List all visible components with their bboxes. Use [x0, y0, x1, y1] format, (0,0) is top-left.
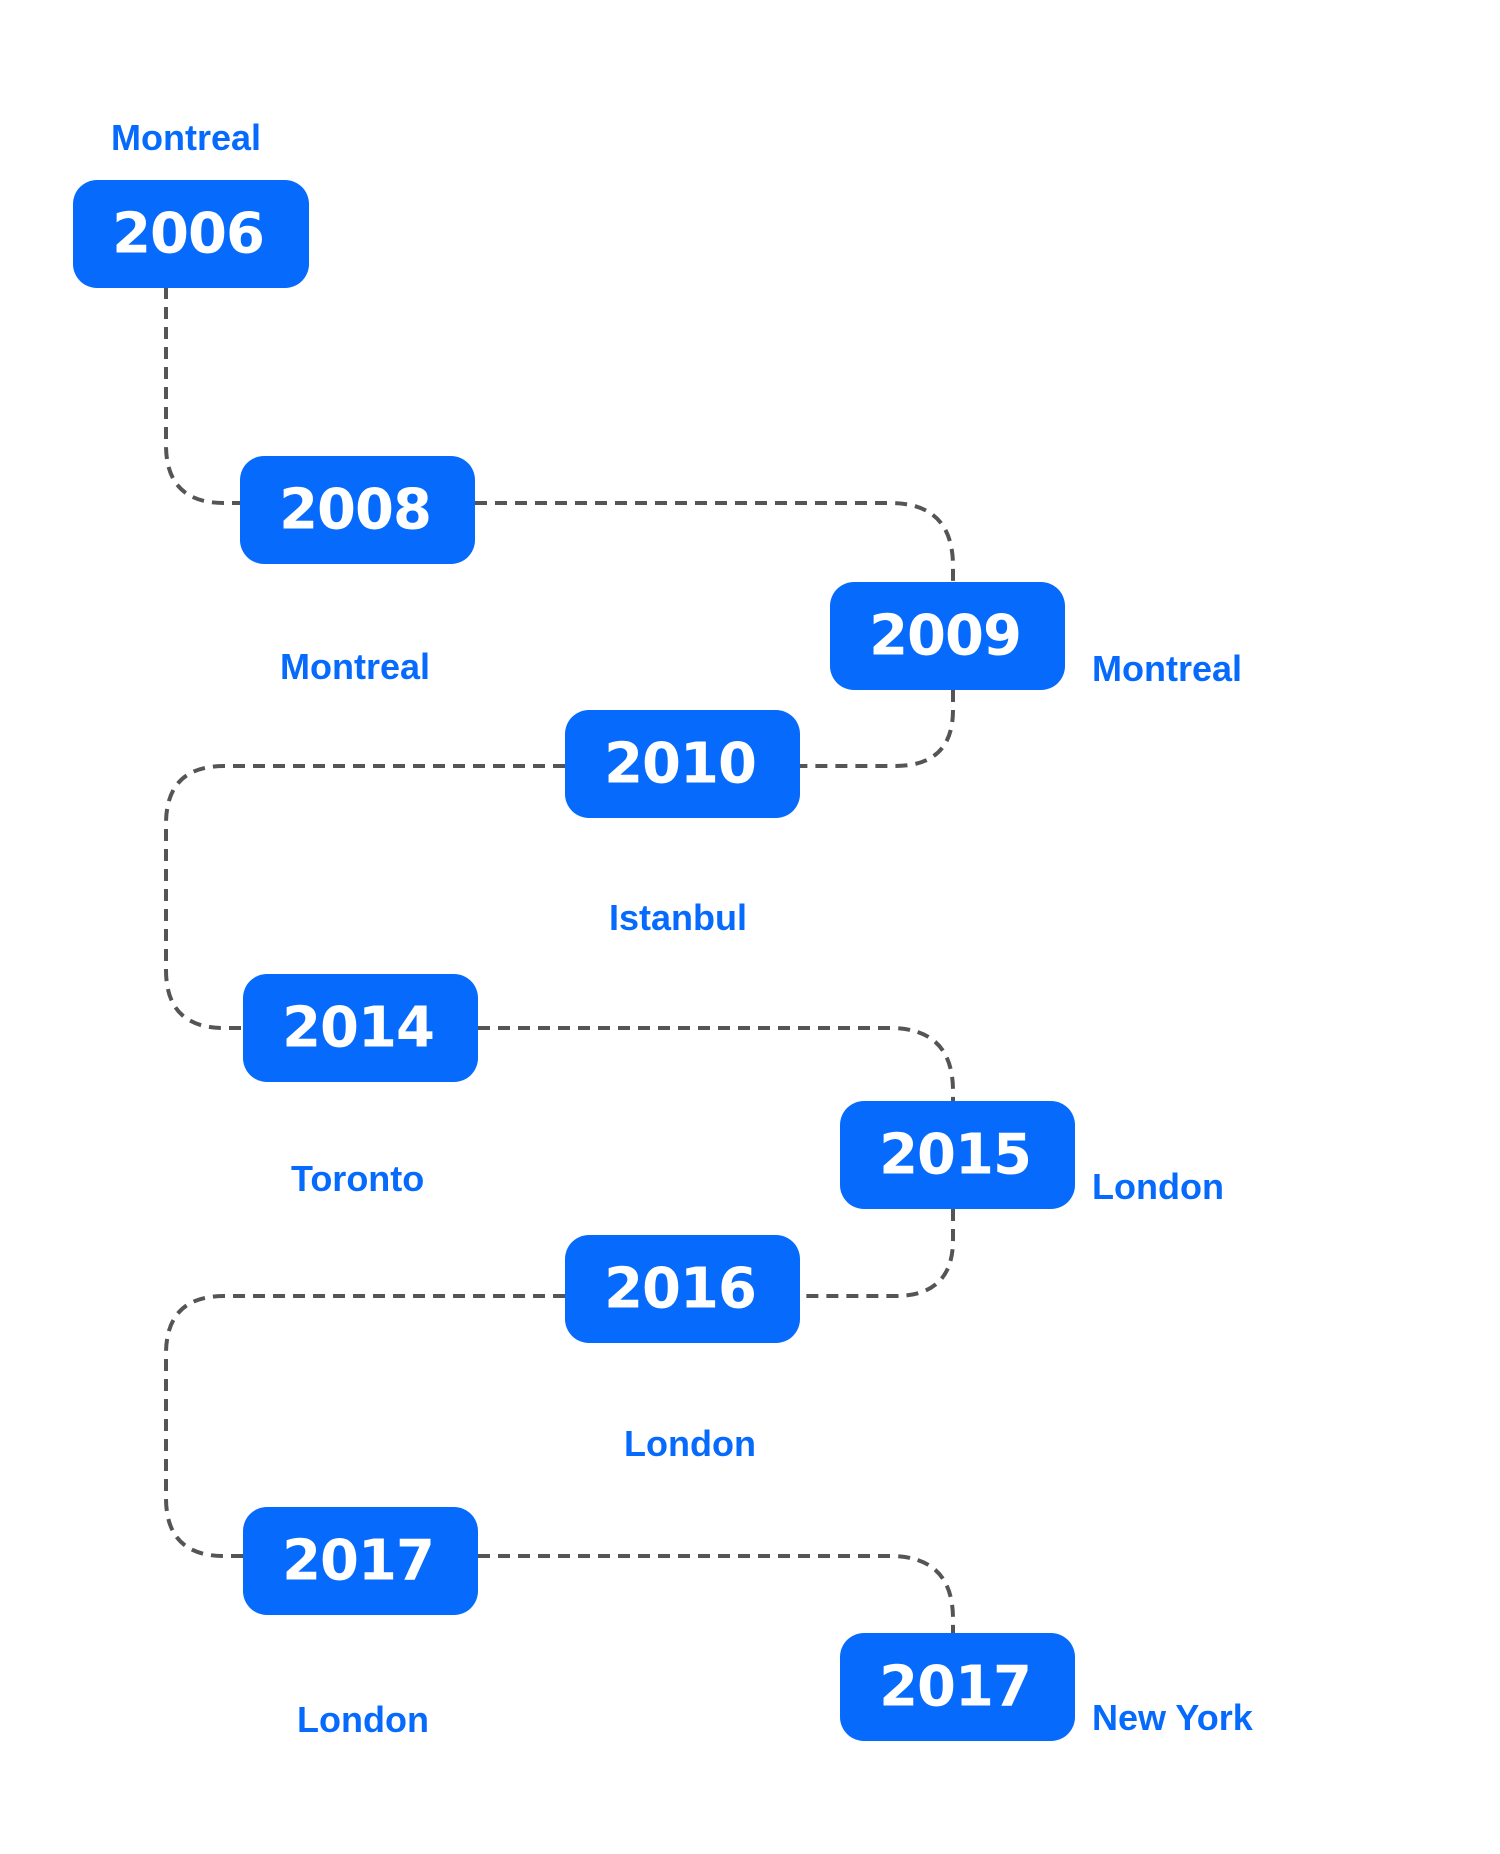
- city-label: Montreal: [1092, 648, 1242, 689]
- timeline-node-2017-b: 2017 New York: [840, 1633, 1254, 1741]
- year-box: [840, 1101, 1075, 1209]
- year-box: [565, 710, 800, 818]
- year-box: [73, 180, 309, 288]
- connector-2010-2014: [164, 764, 565, 1030]
- city-label: London: [624, 1423, 756, 1464]
- year-label: 2014: [282, 996, 434, 1061]
- connector-2008-2009: [475, 501, 955, 582]
- year-label: 2006: [112, 202, 264, 267]
- timeline-node-2016: 2016 London: [565, 1235, 800, 1464]
- year-box: [243, 1507, 478, 1615]
- year-box: [830, 582, 1065, 690]
- connector-2017-2017: [478, 1554, 955, 1633]
- city-label: Toronto: [291, 1158, 424, 1199]
- year-label: 2010: [604, 732, 756, 797]
- city-label: London: [297, 1699, 429, 1740]
- timeline-node-2010: 2010 Istanbul: [565, 710, 800, 938]
- city-label: Montreal: [111, 117, 261, 158]
- timeline-node-2009: 2009 Montreal: [830, 582, 1242, 690]
- year-box: [565, 1235, 800, 1343]
- connector-2006-2008: [164, 287, 240, 505]
- year-box: [840, 1633, 1075, 1741]
- connector-2016-2017: [164, 1294, 565, 1558]
- connector-2015-2016: [800, 1209, 955, 1298]
- year-label: 2008: [279, 478, 431, 543]
- city-label: London: [1092, 1166, 1224, 1207]
- connector-group: [164, 287, 955, 1633]
- connector-2014-2015: [478, 1026, 955, 1101]
- year-box: [240, 456, 475, 564]
- year-label: 2017: [282, 1529, 434, 1594]
- year-label: 2009: [869, 604, 1021, 669]
- city-label: Montreal: [280, 646, 430, 687]
- timeline-node-2015: 2015 London: [840, 1101, 1224, 1209]
- year-box: [243, 974, 478, 1082]
- timeline-node-2017-a: 2017 London: [243, 1507, 478, 1740]
- connector-2009-2010: [800, 690, 955, 768]
- year-label: 2016: [604, 1257, 756, 1322]
- timeline-node-2014: 2014 Toronto: [243, 974, 478, 1199]
- timeline-node-2008: 2008 Montreal: [240, 456, 475, 687]
- year-label: 2015: [879, 1123, 1031, 1188]
- year-label: 2017: [879, 1655, 1031, 1720]
- city-label: New York: [1092, 1697, 1254, 1738]
- timeline-node-2006: 2006 Montreal: [73, 117, 309, 288]
- city-label: Istanbul: [609, 897, 747, 938]
